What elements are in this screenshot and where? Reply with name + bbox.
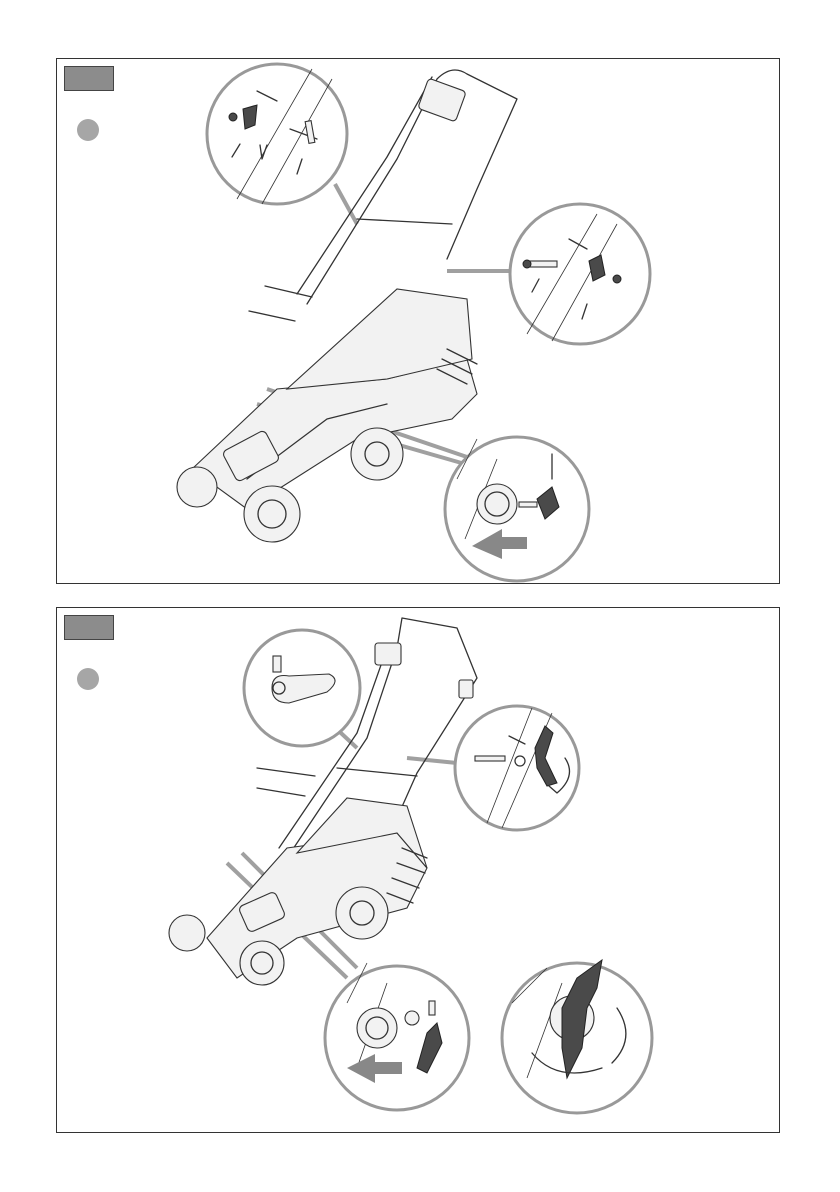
lawnmower-illustration: [57, 59, 779, 583]
handle-bolt-callout: [455, 706, 579, 830]
step-panel-2: [56, 607, 780, 1133]
knob-callout: [244, 630, 360, 746]
upper-handle-bolt-callout: [207, 64, 347, 204]
wheel-knob-callout: [325, 963, 469, 1110]
lawnmower-illustration: [57, 608, 779, 1132]
step-panel-1: [56, 58, 780, 584]
callout-leader: [335, 184, 357, 224]
knob-rotation-callout: [502, 960, 652, 1113]
callout-leader: [407, 758, 457, 763]
side-bolt-callout: [510, 204, 650, 344]
handle-knob-callout: [445, 437, 589, 581]
